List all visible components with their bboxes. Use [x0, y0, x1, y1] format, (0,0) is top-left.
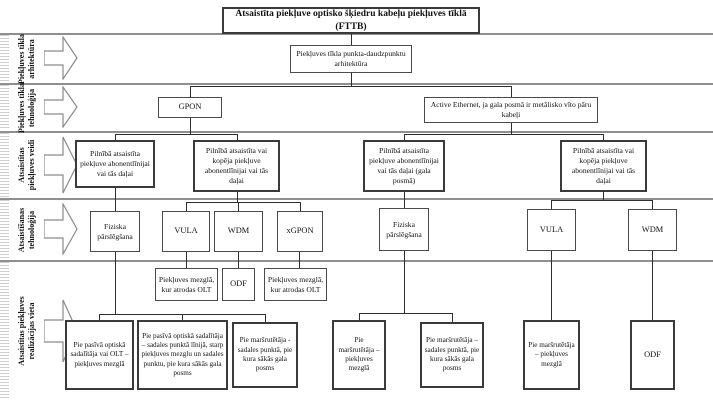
connector	[237, 134, 238, 140]
node-physical-switching-2: Fiziska pārslēgšana	[379, 208, 429, 251]
hatch-strip	[0, 133, 9, 197]
connector	[186, 252, 187, 268]
connector	[300, 202, 301, 211]
node-wdm-2: WDM	[628, 209, 677, 251]
band-separator	[0, 131, 713, 133]
connector	[186, 202, 187, 211]
title-line: Atsaistīta piekļuve optisko šķiedru kabe…	[235, 8, 467, 19]
connector	[115, 252, 116, 314]
node-access-type-full-or-shared-gpon: Pilnībā atsaistīta vai kopēja piekļuve a…	[193, 140, 280, 192]
title-sub: (FTTB)	[335, 21, 367, 32]
node-active-ethernet: Active Ethernet, ja gala posmā ir metāli…	[424, 97, 598, 123]
connector	[99, 314, 100, 320]
node-access-type-full-ae: Pilnībā atsaistīta piekļuve abonentlīnij…	[363, 140, 445, 192]
connector	[182, 314, 183, 320]
connector	[404, 251, 405, 313]
node-access-type-full-or-shared-ae: Pilnībā atsaistīta vai kopēja piekļuve a…	[560, 140, 647, 192]
hatch-strip	[0, 35, 9, 82]
connector	[359, 313, 453, 314]
node-loc-splitter-dp: Pie pasīvā optiskā sadalītāja – sadales …	[137, 320, 228, 390]
connector	[299, 252, 300, 268]
band-label-unbundling-technology: Atsaistīšanas tehnoloģija	[17, 207, 36, 252]
band-separator	[0, 260, 713, 262]
node-architecture: Piekļuves tīkla punkta-daudzpunktu arhit…	[290, 45, 412, 73]
connector	[190, 86, 512, 87]
band-separator	[0, 198, 713, 200]
connector	[551, 200, 653, 201]
right-arrow-icon	[44, 86, 78, 128]
connector	[115, 188, 116, 211]
connector	[351, 34, 352, 45]
node-vula-1: VULA	[162, 211, 210, 252]
band-label-realization-place: Atsaistītas piekļuves realizācijas vieta	[17, 296, 36, 366]
connector	[115, 134, 116, 140]
connector	[603, 192, 604, 200]
node-access-node-olt-1: Piekļuves mezglā, kur atrodas OLT	[155, 268, 218, 301]
connector	[265, 314, 266, 322]
band-separator	[0, 83, 713, 85]
node-vula-2: VULA	[527, 209, 576, 251]
node-physical-switching-1: Fiziska pārslēgšana	[90, 211, 140, 252]
node-access-node-olt-2: Piekļuves mezglā, kur atrodas OLT	[264, 268, 327, 301]
connector	[511, 86, 512, 97]
connector	[186, 202, 301, 203]
connector	[511, 123, 512, 134]
connector	[404, 134, 604, 135]
node-loc-router-dp-2: Pie maršrutētāja – sadales punktā, pie k…	[420, 322, 484, 388]
connector	[404, 192, 405, 208]
connector	[190, 86, 191, 97]
connector	[603, 134, 604, 140]
connector	[238, 202, 239, 211]
node-odf-2: ODF	[630, 320, 675, 390]
node-loc-router-an-2: Pie maršrutētāja – piekļuves mezglā	[523, 320, 580, 390]
connector	[452, 313, 453, 322]
band-label-access-types: Atsaistītas piekļuves veidi	[17, 139, 36, 191]
right-arrow-icon	[44, 136, 78, 194]
right-arrow-icon	[44, 36, 78, 80]
node-xgpon: xGPON	[277, 211, 323, 252]
connector	[238, 252, 239, 268]
hatch-strip	[0, 200, 9, 259]
band-label-technology: Piekļuves tīkla tehnoloģija	[17, 82, 36, 133]
node-loc-router-dp-1: Pie maršrutētāja - sadales punktā, pie k…	[232, 322, 298, 388]
hatch-strip	[0, 85, 9, 130]
connector	[190, 118, 191, 134]
node-odf-1: ODF	[222, 268, 255, 301]
node-loc-splitter-or-olt: Pie pasīvā optiskā sadalītāja vai OLT – …	[65, 320, 134, 390]
node-access-type-full-gpon: Pilnībā atsaistīta piekļuve abonentlīnij…	[75, 140, 155, 188]
hatch-strip	[0, 262, 9, 400]
node-title: Atsaistīta piekļuve optisko šķiedru kabe…	[222, 7, 480, 34]
band-label-architecture: Piekļuves tīkla arhitektūra	[17, 33, 36, 84]
connector	[652, 251, 653, 320]
connector	[404, 134, 405, 140]
connector	[652, 200, 653, 209]
band-separator	[0, 33, 713, 35]
node-loc-router-an-1: Pie maršrutētāja – piekļuves mezglā	[332, 320, 386, 390]
right-arrow-icon	[44, 203, 78, 255]
connector	[551, 200, 552, 209]
connector	[351, 73, 352, 86]
connector	[359, 313, 360, 320]
node-wdm-1: WDM	[214, 211, 263, 252]
connector	[115, 134, 238, 135]
connector	[551, 251, 552, 320]
node-gpon: GPON	[158, 97, 222, 118]
connector	[237, 192, 238, 202]
